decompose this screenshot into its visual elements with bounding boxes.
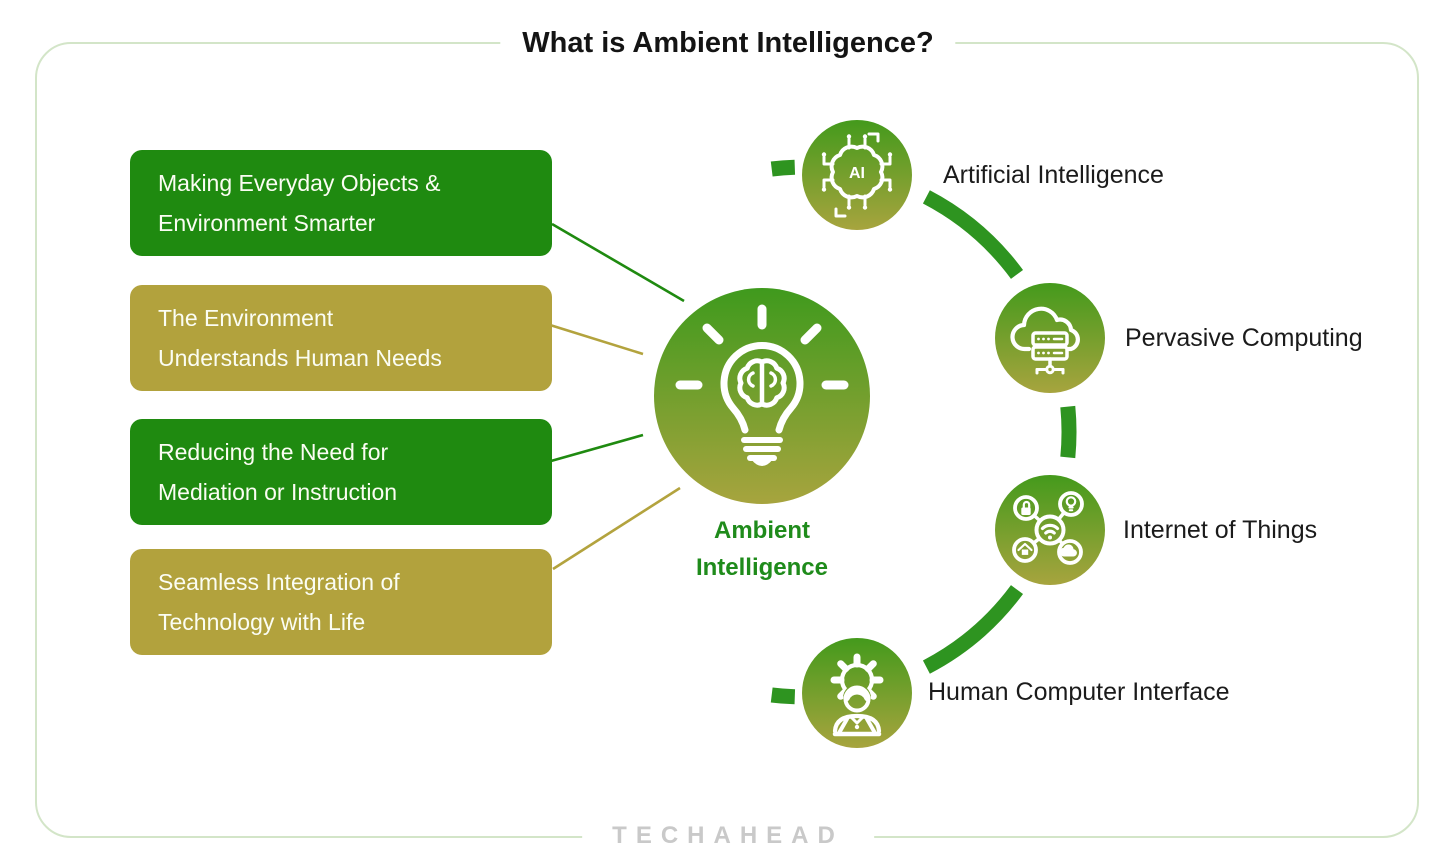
iot-network-icon [995, 475, 1105, 585]
bulb-glass [720, 341, 804, 434]
benefit-text-line: Reducing the Need for [158, 439, 389, 465]
ambient-intelligence-hub [654, 288, 870, 504]
benefit-box-reducing-mediation: Reducing the Need for Mediation or Instr… [130, 419, 552, 525]
home-icon [1017, 542, 1033, 552]
server-leds [1037, 337, 1050, 355]
laptop-edge-right [865, 717, 877, 735]
benefit-text-line: Technology with Life [158, 609, 366, 635]
wifi-icon [1040, 523, 1060, 531]
benefit-text-line: Mediation or Instruction [158, 479, 398, 505]
person-collar [849, 715, 865, 725]
brain-outline [737, 358, 787, 408]
cloud-server-icon [995, 283, 1105, 393]
techahead-logo: TECHAHEAD [582, 822, 874, 850]
benefit-text-line: The Environment [158, 305, 334, 331]
label-human-computer-interface: Human Computer Interface [928, 678, 1230, 706]
person-gear-icon [802, 638, 912, 748]
benefit-text-line: Environment Smarter [158, 210, 376, 236]
ai-chip-brain-icon: AI [802, 120, 912, 230]
node-artificial-intelligence: AI [802, 120, 912, 230]
node-internet-of-things [995, 475, 1105, 585]
ai-icon-text: AI [849, 165, 865, 182]
benefit-text-line: Making Everyday Objects & [158, 170, 441, 196]
node-pervasive-computing [995, 283, 1105, 393]
benefit-text-line: Understands Human Needs [158, 345, 442, 371]
bulb-icon [1065, 496, 1077, 507]
label-artificial-intelligence: Artificial Intelligence [943, 161, 1164, 189]
lock-icon [1022, 500, 1031, 509]
hub-label-line1: Ambient [714, 517, 810, 544]
circuit-traces [822, 132, 892, 218]
ambient-intelligence-label: Ambient Intelligence [634, 512, 890, 586]
benefit-box-objects-smarter: Making Everyday Objects & Environment Sm… [130, 150, 552, 256]
label-internet-of-things: Internet of Things [1123, 516, 1318, 544]
benefit-box-seamless-integration: Seamless Integration of Technology with … [130, 549, 552, 655]
benefit-text-line: Seamless Integration of [158, 569, 400, 595]
person-hair [843, 687, 871, 702]
bulb-rays [675, 304, 849, 390]
node-human-computer-interface [802, 638, 912, 748]
laptop-edge-left [837, 717, 849, 735]
lightbulb-brain-icon [654, 288, 870, 504]
benefit-box-understands-needs: The Environment Understands Human Needs [130, 285, 552, 391]
page-title: What is Ambient Intelligence? [500, 27, 956, 60]
label-pervasive-computing: Pervasive Computing [1125, 324, 1363, 352]
circuit-dots [821, 134, 893, 210]
bulb-base [741, 437, 783, 466]
hub-label-line2: Intelligence [695, 554, 829, 581]
cloud-icon [1059, 544, 1077, 557]
